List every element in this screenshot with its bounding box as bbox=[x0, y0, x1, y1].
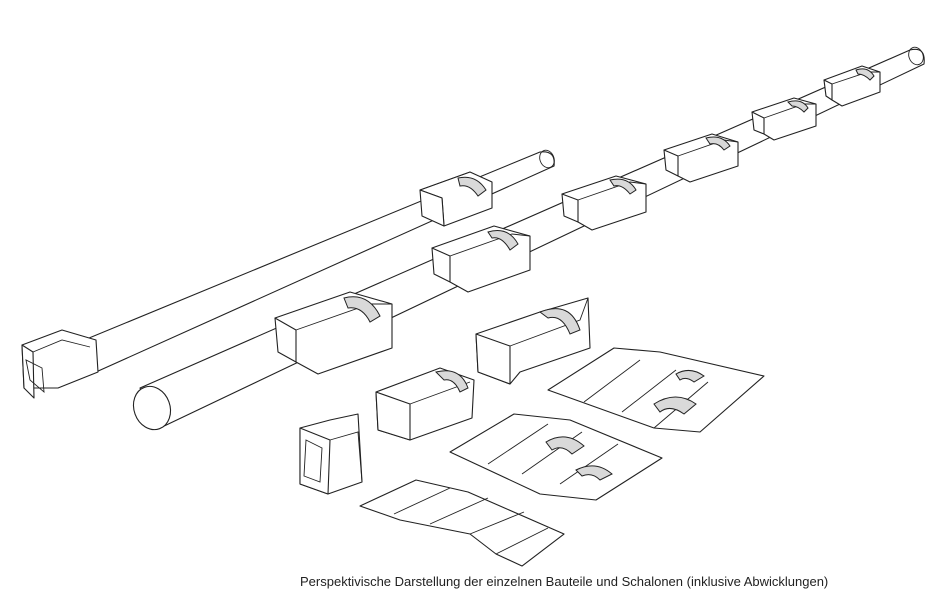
front-rod-collar-1 bbox=[274, 291, 393, 375]
back-rod-collar bbox=[419, 171, 493, 227]
flat-pattern-2 bbox=[449, 413, 663, 501]
back-rod bbox=[21, 149, 555, 399]
front-rod-collar-2 bbox=[431, 225, 531, 293]
flat-pattern-1 bbox=[547, 347, 765, 433]
end-sleeve bbox=[21, 329, 99, 399]
loose-hex-sleeve bbox=[299, 413, 363, 495]
front-rod-collar-4 bbox=[663, 133, 739, 183]
front-rod-collar-5 bbox=[751, 97, 817, 141]
loose-collar-large bbox=[475, 297, 591, 385]
figure-caption: Perspektivische Darstellung der einzelne… bbox=[300, 574, 829, 589]
front-rod-collar-6 bbox=[823, 65, 881, 107]
loose-collar-medium bbox=[375, 367, 475, 441]
flat-pattern-3 bbox=[359, 479, 565, 567]
front-rod-collar-3 bbox=[561, 175, 647, 231]
